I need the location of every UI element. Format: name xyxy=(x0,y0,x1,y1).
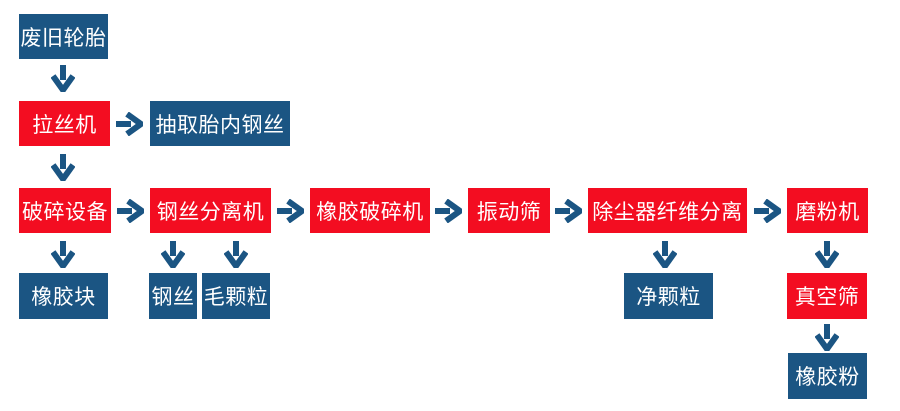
arrow-down-icon xyxy=(653,241,677,268)
node-wire-drawing-machine: 拉丝机 xyxy=(19,101,110,146)
arrow-down-icon xyxy=(51,154,75,181)
node-dust-collector-fiber-separation: 除尘器纤维分离 xyxy=(588,188,747,233)
node-waste-tire: 废旧轮胎 xyxy=(19,14,108,59)
arrow-down-icon xyxy=(51,241,75,268)
arrow-right-icon xyxy=(116,112,143,136)
node-extract-inner-steel-wire: 抽取胎内钢丝 xyxy=(150,101,290,146)
node-crushing-equipment: 破碎设备 xyxy=(19,188,111,233)
node-rubber-powder: 橡胶粉 xyxy=(788,353,867,399)
node-steel-wire: 钢丝 xyxy=(149,273,197,319)
arrow-right-icon xyxy=(117,199,144,223)
arrow-right-icon xyxy=(754,199,781,223)
node-clean-granules: 净颗粒 xyxy=(624,273,713,319)
arrow-down-icon xyxy=(51,65,75,92)
node-vacuum-screen: 真空筛 xyxy=(787,273,867,319)
arrow-down-icon xyxy=(815,324,839,351)
node-rubber-block: 橡胶块 xyxy=(19,273,108,319)
node-rough-granules: 毛颗粒 xyxy=(202,273,270,319)
arrow-right-icon xyxy=(435,199,462,223)
node-grinding-machine: 磨粉机 xyxy=(787,188,868,233)
arrow-down-icon xyxy=(815,241,839,268)
arrow-right-icon xyxy=(277,199,304,223)
arrow-down-icon xyxy=(224,241,248,268)
node-vibrating-screen: 振动筛 xyxy=(468,188,550,233)
node-rubber-crusher: 橡胶破碎机 xyxy=(310,188,430,233)
arrow-right-icon xyxy=(555,199,582,223)
node-steel-wire-separator: 钢丝分离机 xyxy=(150,188,271,233)
arrow-down-icon xyxy=(161,241,185,268)
